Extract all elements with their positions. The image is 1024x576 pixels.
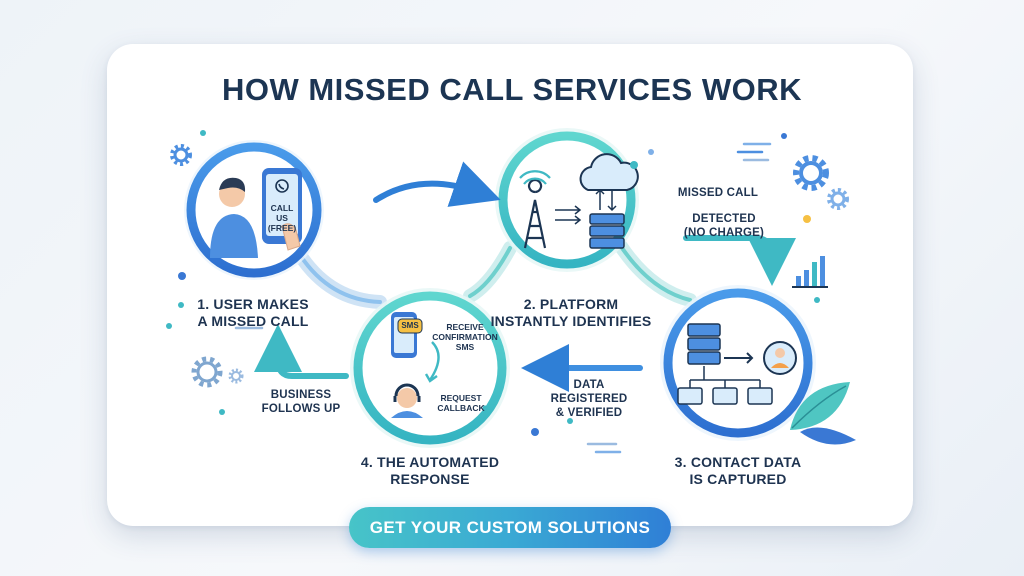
business-line2: FOLLOWS UP <box>261 403 341 415</box>
data-line1: DATA <box>573 379 605 391</box>
confirm-line2: CONFIRMATION <box>432 332 498 342</box>
step-4-circle <box>350 288 510 448</box>
data-verified-text: DATA REGISTERED & VERIFIED <box>544 378 634 420</box>
contact-avatar-icon <box>763 341 797 375</box>
detected-text: DETECTED (NO CHARGE) <box>674 212 774 240</box>
data-arrows-icon <box>555 188 617 225</box>
confirm-line3: SMS <box>455 342 475 352</box>
cell-tower-icon <box>519 170 551 249</box>
menu-lines-icon <box>234 142 772 454</box>
get-custom-solutions-button[interactable]: GET YOUR CUSTOM SOLUTIONS <box>349 507 671 548</box>
step-2-label-line2: INSTANTLY IDENTIFIES <box>490 313 652 329</box>
detected-line1: DETECTED <box>692 213 756 225</box>
page-title: HOW MISSED CALL SERVICES WORK <box>221 72 802 107</box>
bar-chart-icon <box>792 256 828 288</box>
server-stack-icon <box>687 323 721 365</box>
transfer-arrow-icon <box>724 352 754 364</box>
confirm-line1: RECEIVE <box>446 322 484 332</box>
server-icon <box>589 213 625 249</box>
step-3-label-line1: 3. CONTACT DATA <box>674 454 802 470</box>
gear-icon <box>228 368 244 384</box>
cloud-icon <box>579 153 639 191</box>
hand-icon <box>281 223 301 251</box>
data-line3: & VERIFIED <box>555 407 623 419</box>
network-computers-icon <box>677 366 773 405</box>
step-2-label-line1: 2. PLATFORM <box>523 296 619 312</box>
step-1-label-line1: 1. USER MAKES <box>197 296 309 312</box>
connector-tubes <box>293 238 697 309</box>
request-callback-text: REQUEST CALLBACK <box>434 393 488 413</box>
headset-agent-icon <box>391 383 423 418</box>
step-1-circle <box>184 140 324 280</box>
step-4-label-line1: 4. THE AUTOMATED <box>360 454 500 470</box>
phone-screen-text: CALL US (FREE) <box>266 203 298 233</box>
phone-screen-line1: CALL US <box>270 203 294 223</box>
step-1-label: 1. USER MAKES A MISSED CALL <box>178 296 328 330</box>
step-1-label-line2: A MISSED CALL <box>197 313 309 329</box>
user-icon <box>210 177 258 258</box>
gear-icon <box>170 144 192 166</box>
gear-icon <box>191 356 223 388</box>
missed-call-text: MISSED CALL <box>677 187 759 199</box>
step-3-label-line2: IS CAPTURED <box>689 471 787 487</box>
gear-icon <box>793 155 829 191</box>
callback-line2: CALLBACK <box>437 403 485 413</box>
confirmation-sms-text: RECEIVE CONFIRMATION SMS <box>430 322 500 352</box>
sms-badge: SMS <box>401 321 419 330</box>
step-4-label-line2: RESPONSE <box>390 471 470 487</box>
sms-phone-icon <box>391 312 423 358</box>
callback-line1: REQUEST <box>440 393 482 403</box>
step-3-circle <box>660 285 816 441</box>
step-4-label: 4. THE AUTOMATED RESPONSE <box>350 454 510 488</box>
phone-screen-line2: (FREE) <box>267 223 297 233</box>
step-3-label: 3. CONTACT DATA IS CAPTURED <box>660 454 816 488</box>
decorative-dots <box>166 130 820 436</box>
detected-line2: (NO CHARGE) <box>683 227 765 239</box>
curved-arrow-icon <box>424 341 440 383</box>
gear-icon <box>827 188 849 210</box>
business-follows-up-text: BUSINESS FOLLOWS UP <box>246 388 356 416</box>
leaf-icon <box>790 382 856 445</box>
business-line1: BUSINESS <box>270 389 332 401</box>
data-line2: REGISTERED <box>550 393 628 405</box>
arrow-2-to-3 <box>683 235 796 286</box>
arrow-1-to-2 <box>373 161 501 207</box>
step-2-label: 2. PLATFORM INSTANTLY IDENTIFIES <box>486 296 656 330</box>
arrow-4-to-1 <box>254 324 349 379</box>
step-2-circle <box>495 128 639 272</box>
